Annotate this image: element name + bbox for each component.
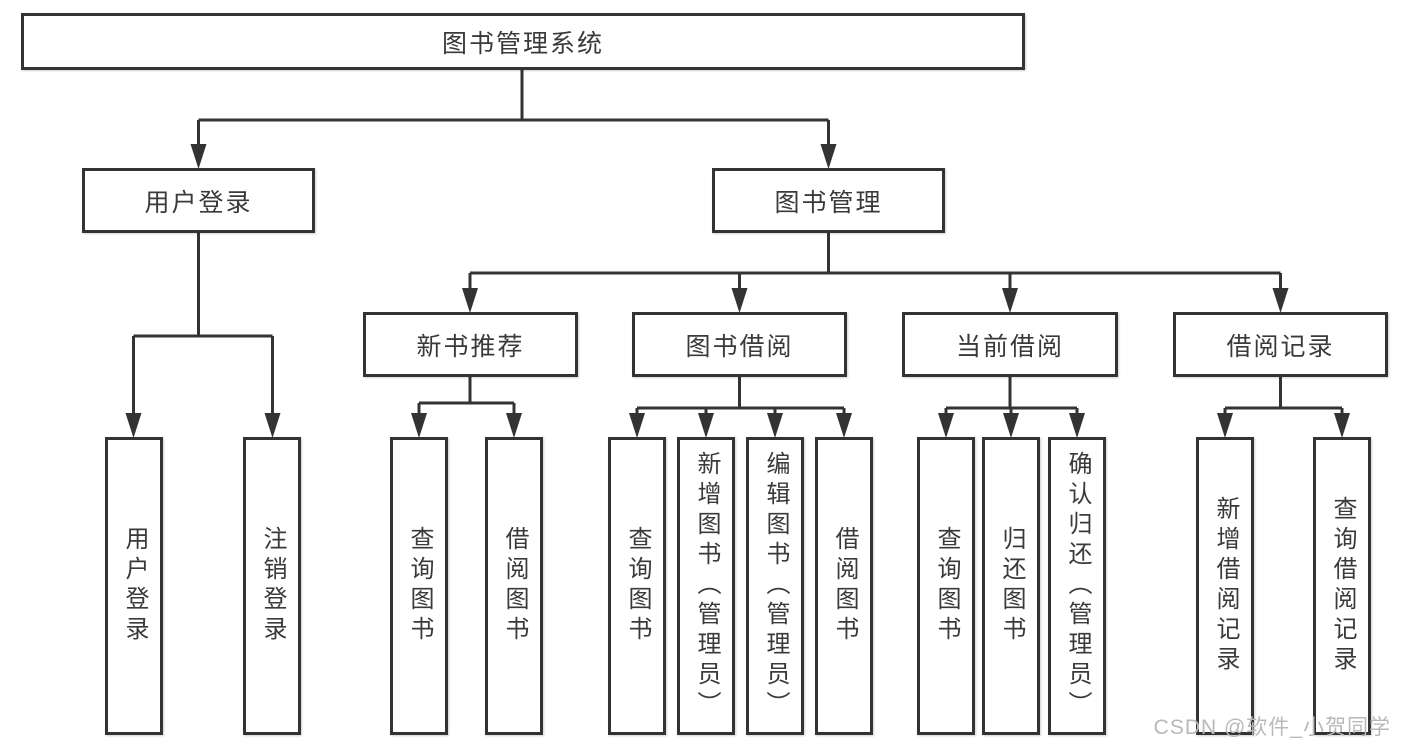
connector-book-mgmt-to-level3	[462, 233, 1289, 313]
leaf-add-books-admin: 新增图书（管理员）	[677, 437, 735, 735]
arrow-down-icon	[1003, 413, 1019, 438]
connector-user-login-to-leaves	[125, 233, 281, 438]
node-label: 用户登录	[144, 188, 253, 217]
node-library-system: 图书管理系统	[21, 13, 1025, 70]
arrow-down-icon	[411, 413, 427, 438]
arrow-down-icon	[731, 288, 748, 313]
node-label: 新书推荐	[416, 332, 525, 361]
arrow-down-icon	[767, 413, 783, 438]
node-label: 查询借阅记录	[1329, 496, 1356, 676]
leaf-add-borrow-record: 新增借阅记录	[1196, 437, 1254, 735]
node-label: 编辑图书（管理员）	[762, 451, 789, 721]
node-label: 查询图书	[624, 526, 651, 646]
arrow-down-icon	[629, 413, 645, 438]
arrow-down-icon	[836, 413, 852, 438]
csdn-watermark: CSDN @软件_小贺同学	[1153, 716, 1391, 739]
arrow-down-icon	[938, 413, 954, 438]
node-label: 归还图书	[998, 526, 1025, 646]
node-label: 借阅记录	[1226, 332, 1335, 361]
leaf-query-books-recommend: 查询图书	[390, 437, 448, 735]
node-label: 查询图书	[406, 526, 433, 646]
arrow-down-icon	[462, 288, 478, 313]
node-new-book-recommend: 新书推荐	[363, 312, 578, 377]
node-label: 当前借阅	[955, 332, 1064, 361]
arrow-down-icon	[1069, 413, 1085, 438]
node-label: 查询图书	[933, 526, 960, 646]
node-label: 图书管理系统	[441, 29, 604, 58]
leaf-user-login: 用户登录	[105, 437, 163, 735]
arrow-down-icon	[125, 413, 142, 438]
connector-records-to-leaves	[1217, 377, 1350, 438]
arrow-down-icon	[1217, 413, 1233, 438]
node-label: 借阅图书	[501, 526, 528, 646]
node-label: 图书管理	[774, 188, 883, 217]
leaf-query-borrow-record: 查询借阅记录	[1313, 437, 1371, 735]
node-book-management: 图书管理	[712, 168, 945, 233]
node-current-borrow: 当前借阅	[902, 312, 1118, 377]
arrow-down-icon	[506, 413, 522, 438]
node-label: 注销登录	[259, 526, 286, 646]
node-book-borrow: 图书借阅	[632, 312, 847, 377]
leaf-logout: 注销登录	[243, 437, 301, 735]
arrow-down-icon	[1334, 413, 1350, 438]
leaf-borrow-books: 借阅图书	[815, 437, 873, 735]
node-label: 图书借阅	[685, 332, 794, 361]
arrow-down-icon	[1002, 288, 1018, 313]
arrow-down-icon	[1272, 288, 1289, 313]
node-label: 新增图书（管理员）	[693, 451, 720, 721]
leaf-return-books: 归还图书	[982, 437, 1040, 735]
arrow-down-icon	[820, 144, 837, 169]
leaf-query-books-current: 查询图书	[917, 437, 975, 735]
connector-root-to-level2	[190, 70, 837, 169]
arrow-down-icon	[190, 144, 207, 169]
leaf-confirm-return-admin: 确认归还（管理员）	[1048, 437, 1106, 735]
connector-book-borrow-to-leaves	[629, 377, 852, 438]
arrow-down-icon	[264, 413, 281, 438]
arrow-down-icon	[698, 413, 714, 438]
connector-current-borrow-to-leaves	[938, 377, 1085, 438]
node-label: 新增借阅记录	[1212, 496, 1239, 676]
connector-new-books-to-leaves	[411, 377, 522, 438]
node-label: 借阅图书	[831, 526, 858, 646]
leaf-edit-books-admin: 编辑图书（管理员）	[746, 437, 804, 735]
leaf-borrow-books-recommend: 借阅图书	[485, 437, 543, 735]
node-user-login: 用户登录	[82, 168, 315, 233]
leaf-query-books-borrow: 查询图书	[608, 437, 666, 735]
node-label: 确认归还（管理员）	[1064, 451, 1091, 721]
node-borrow-records: 借阅记录	[1173, 312, 1388, 377]
node-label: 用户登录	[121, 526, 148, 646]
